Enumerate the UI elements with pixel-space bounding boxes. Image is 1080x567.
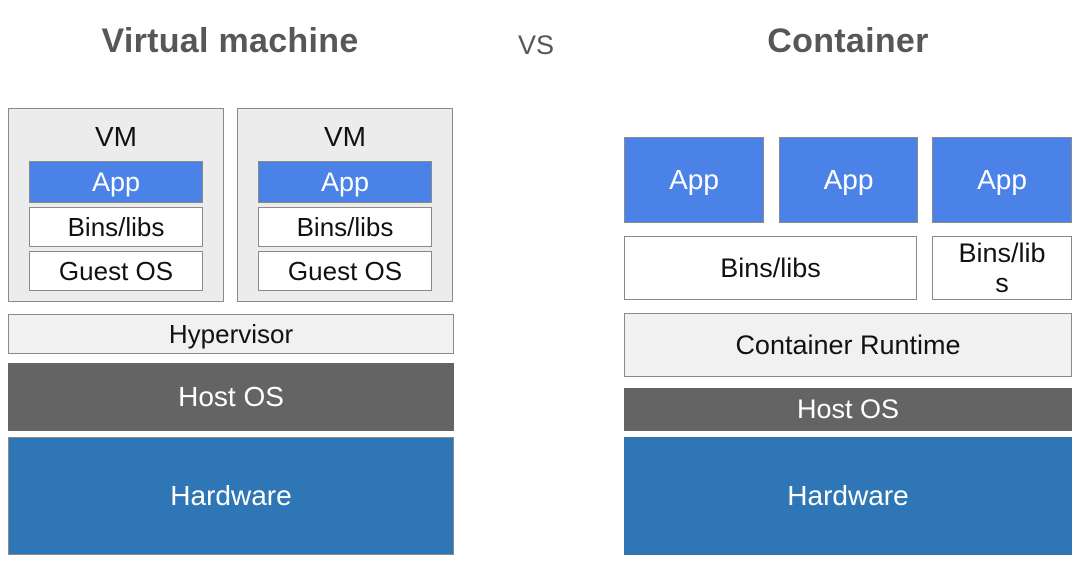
vm-app-box: App — [29, 161, 203, 203]
container-app-box: App — [624, 137, 764, 223]
container-bins-libs-wide-box: Bins/libs — [624, 236, 917, 300]
hypervisor-bar: Hypervisor — [8, 314, 454, 354]
hardware-bar-container-side: Hardware — [624, 437, 1072, 555]
container-runtime-bar: Container Runtime — [624, 313, 1072, 377]
vm-guest-os-box: Guest OS — [29, 251, 203, 291]
vm-panel: VM App Bins/libs Guest OS — [237, 108, 453, 302]
vm-bins-libs-box: Bins/libs — [258, 207, 432, 247]
host-os-bar-container-side: Host OS — [624, 388, 1072, 431]
vs-separator-label: VS — [517, 30, 555, 60]
vm-guest-os-box: Guest OS — [258, 251, 432, 291]
container-app-box: App — [779, 137, 918, 223]
container-bins-libs-narrow-box: Bins/libs — [932, 236, 1072, 300]
vm-panel: VM App Bins/libs Guest OS — [8, 108, 224, 302]
vm-label: VM — [95, 121, 137, 152]
virtual-machine-title: Virtual machine — [101, 22, 359, 60]
host-os-bar-vm-side: Host OS — [8, 363, 454, 431]
vm-label: VM — [324, 121, 366, 152]
vm-app-box: App — [258, 161, 432, 203]
vm-bins-libs-box: Bins/libs — [29, 207, 203, 247]
hardware-bar-vm-side: Hardware — [8, 437, 454, 555]
container-app-box: App — [932, 137, 1072, 223]
container-title: Container — [767, 22, 929, 60]
container-bins-libs-narrow-label: Bins/libs — [958, 238, 1046, 298]
